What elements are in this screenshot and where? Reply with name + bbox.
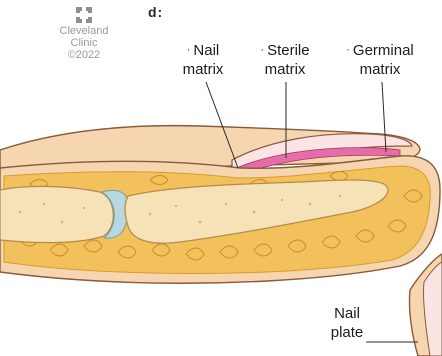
label-nail-matrix: ·Nail matrix — [166, 41, 240, 79]
label-line-2: matrix — [166, 60, 240, 79]
logo-line-3: ©2022 — [44, 49, 124, 61]
label-bullet: · — [260, 44, 264, 56]
label-bullet: · — [187, 44, 191, 56]
label-line-2: matrix — [338, 60, 422, 79]
label-line-1: Nail — [318, 304, 376, 323]
logo-line-1: Cleveland — [44, 25, 124, 37]
label-line-2: plate — [318, 323, 376, 342]
label-bullet: · — [346, 44, 350, 56]
logo-line-2: Clinic — [44, 37, 124, 49]
middle-phalanx-bone — [0, 186, 113, 242]
label-germinal-matrix: ·Germinal matrix — [338, 41, 422, 79]
label-sterile-matrix: ·Sterile matrix — [250, 41, 320, 79]
cleveland-clinic-logo: Cleveland Clinic ©2022 — [44, 6, 124, 61]
label-line-2: matrix — [250, 60, 320, 79]
title-fragment: d: — [148, 4, 163, 20]
cleveland-clinic-logo-icon — [75, 6, 93, 24]
label-line-1: Germinal — [353, 42, 414, 59]
label-nail-plate: Nail plate — [318, 304, 376, 342]
label-line-1: Sterile — [267, 42, 310, 59]
label-line-1: Nail — [193, 42, 219, 59]
